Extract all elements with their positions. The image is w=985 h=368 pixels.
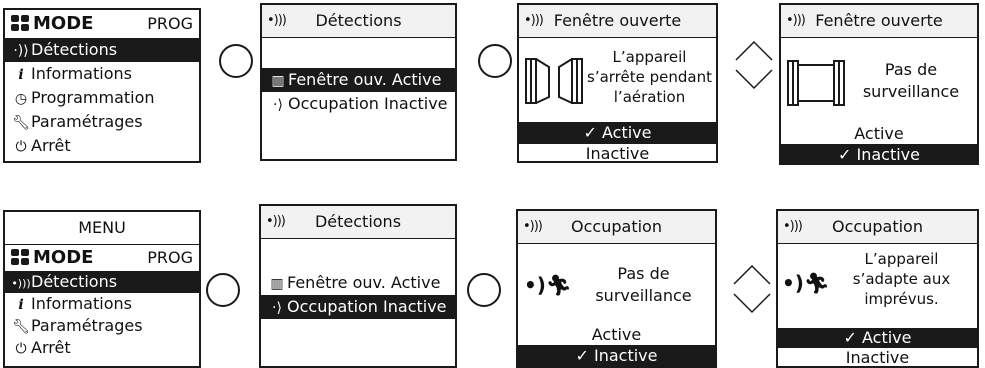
mode-label: MODE <box>33 13 94 34</box>
down-arrow-icon[interactable] <box>732 292 772 314</box>
grid-icon <box>11 15 29 31</box>
clock-icon: ◷ <box>14 91 28 107</box>
detections-screen: •))) Détections ▥Fenêtre ouv. Active ·⟩O… <box>260 3 457 161</box>
power-icon: ⏻ <box>15 341 27 357</box>
screen-title: Occupation <box>832 217 923 236</box>
prog-label[interactable]: PROG <box>147 248 193 267</box>
ok-button[interactable] <box>467 273 501 307</box>
description: Pas de surveillance <box>595 264 692 305</box>
screen-header: MENU <box>5 212 199 245</box>
screen-title: Fenêtre ouverte <box>553 11 682 30</box>
screen-title: Occupation <box>571 217 662 236</box>
list-item-occupation[interactable]: ·⟩Occupation Inactive <box>261 295 455 319</box>
window-icon: ▥ <box>271 73 285 89</box>
list-item-fenetre[interactable]: ▥Fenêtre ouv. Active <box>261 271 455 295</box>
screen-header: •))) Détections <box>261 206 455 239</box>
check-icon: ✓ <box>843 328 862 347</box>
description: Pas de surveillance <box>862 60 960 101</box>
up-arrow-icon[interactable] <box>734 40 774 62</box>
info-icon: i <box>18 297 24 313</box>
menu-item-detections[interactable]: ·)⟩Détections <box>5 38 199 62</box>
screen-title: Détections <box>314 212 402 231</box>
option-active[interactable]: ✓ Active <box>519 122 716 144</box>
menu-item-parametrages[interactable]: 🔧︎Paramétrages <box>5 110 199 134</box>
menu-item-detections[interactable]: •)))Détections <box>5 271 199 293</box>
down-arrow-icon[interactable] <box>734 68 774 90</box>
window-icon: ▥ <box>270 276 284 292</box>
screen-header: •))) Occupation <box>778 211 977 244</box>
wrench-icon: 🔧︎ <box>12 319 30 335</box>
presence-icon: ·⟩ <box>272 300 282 316</box>
screen-header: •))) Détections <box>262 5 455 38</box>
option-inactive[interactable]: Inactive <box>585 144 650 163</box>
option-inactive[interactable]: ✓ Inactive <box>518 345 715 366</box>
ok-button[interactable] <box>478 44 512 78</box>
occupation-active-screen: •))) Occupation •)🏃︎ L’appareil s’adapte… <box>776 209 979 368</box>
presence-icon: ·⟩ <box>273 97 283 113</box>
window-icon <box>787 60 845 106</box>
screen-title: Fenêtre ouverte <box>815 11 943 30</box>
up-arrow-icon[interactable] <box>732 264 772 286</box>
power-icon: ⏻ <box>15 139 27 155</box>
menu-item-programmation[interactable]: ◷Programmation <box>5 86 199 110</box>
screen-title: MENU <box>78 218 126 237</box>
option-active[interactable]: ✓ Active <box>778 328 977 348</box>
check-icon: ✓ <box>575 346 594 365</box>
menu-item-arret[interactable]: ⏻Arrêt <box>5 337 199 359</box>
menu-item-parametrages[interactable]: 🔧︎Paramétrages <box>5 315 199 337</box>
ok-button[interactable] <box>206 273 240 307</box>
menu-item-arret[interactable]: ⏻Arrêt <box>5 134 199 158</box>
mode-row[interactable]: MODE PROG <box>5 10 199 38</box>
window-icon <box>525 58 583 104</box>
screen-title: Détections <box>315 11 402 30</box>
fenetre-inactive-screen: •))) Fenêtre ouverte Pas de surveillance… <box>779 3 979 165</box>
mode-row[interactable]: MODE PROG <box>5 245 199 271</box>
signal-icon: •))) <box>524 13 544 28</box>
info-icon: i <box>18 67 24 83</box>
signal-icon: •))) <box>786 13 806 28</box>
check-icon: ✓ <box>583 123 602 142</box>
presence-icon: ·)⟩ <box>13 43 29 59</box>
signal-icon: •))) <box>267 13 287 28</box>
option-active[interactable]: Active <box>854 124 904 143</box>
presence-icon: •)🏃︎ <box>782 271 830 295</box>
description: L’appareil s’arrête pendant l’aération <box>587 48 712 106</box>
presence-icon: •)🏃︎ <box>524 273 572 297</box>
signal-icon: •))) <box>266 214 286 229</box>
prog-label[interactable]: PROG <box>147 14 193 33</box>
description: L’appareil s’adapte aux imprévus. <box>852 250 951 308</box>
occupation-inactive-screen: •))) Occupation •)🏃︎ Pas de surveillance… <box>516 209 717 368</box>
option-inactive[interactable]: ✓ Inactive <box>781 144 977 164</box>
ok-button[interactable] <box>219 44 253 78</box>
list-item-occupation[interactable]: ·⟩Occupation Inactive <box>262 92 455 116</box>
screen-header: •))) Occupation <box>518 211 715 244</box>
signal-icon: •))) <box>523 219 543 234</box>
signal-icon: •))) <box>783 219 803 234</box>
list-item-fenetre[interactable]: ▥Fenêtre ouv. Active <box>262 68 455 92</box>
detections-screen: •))) Détections ▥Fenêtre ouv. Active ·⟩O… <box>259 204 457 368</box>
signal-icon: •))) <box>11 277 31 290</box>
option-inactive[interactable]: Inactive <box>845 348 910 367</box>
check-icon: ✓ <box>838 145 857 164</box>
grid-icon <box>11 249 29 265</box>
wrench-icon: 🔧︎ <box>12 115 30 131</box>
screen-header: •))) Fenêtre ouverte <box>781 5 977 38</box>
fenetre-active-screen: •))) Fenêtre ouverte L’appareil s’arrête… <box>517 3 718 163</box>
option-active[interactable]: Active <box>591 325 642 344</box>
screen-header: •))) Fenêtre ouverte <box>519 5 716 38</box>
